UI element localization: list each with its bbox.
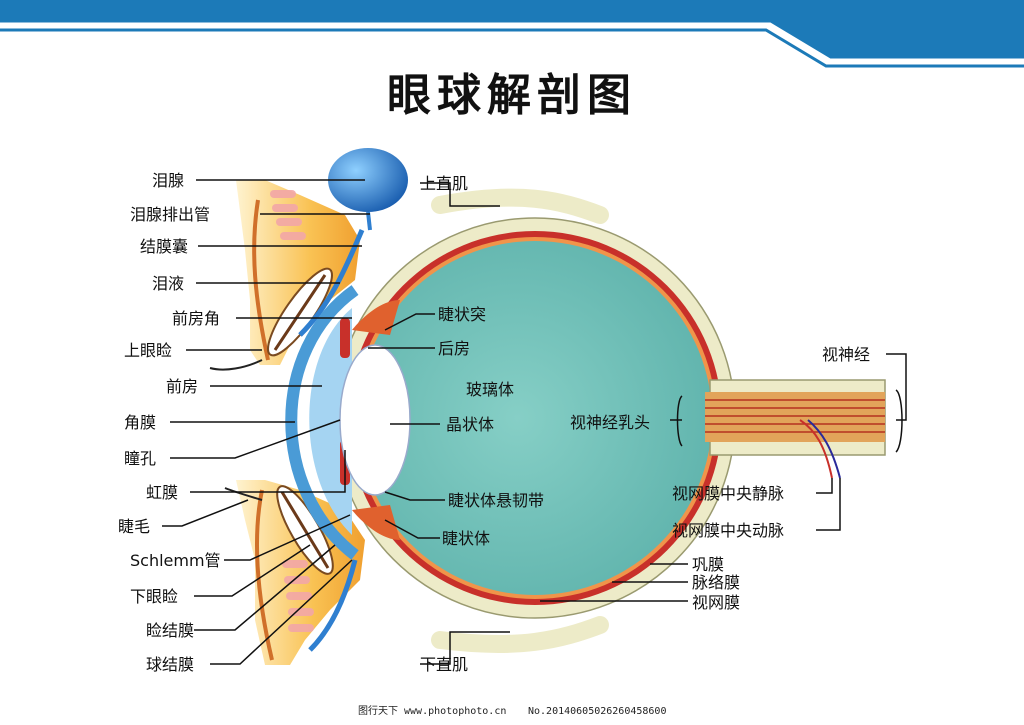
label-zonule: 睫状体悬韧带: [448, 491, 544, 510]
label-schlemm-canal: Schlemm管: [130, 551, 221, 570]
label-central-retinal-artery: 视网膜中央动脉: [672, 521, 784, 540]
label-anterior-chamber: 前房: [166, 377, 198, 396]
top-banner: [0, 0, 1024, 68]
label-superior-rectus: 上直肌: [420, 174, 468, 193]
label-cornea: 角膜: [124, 413, 156, 432]
label-ciliary-process: 睫状突: [438, 305, 486, 324]
label-upper-eyelid: 上眼睑: [124, 341, 172, 360]
label-lower-eyelid: 下眼睑: [130, 587, 178, 606]
label-retina: 视网膜: [692, 593, 740, 612]
leader-lines: [162, 179, 907, 665]
label-conjunctival-sac: 结膜囊: [140, 237, 188, 256]
label-sclera: 巩膜: [692, 555, 724, 574]
label-tears: 泪液: [152, 274, 184, 293]
page-title: 眼球解剖图: [387, 70, 637, 121]
label-choroid: 脉络膜: [692, 573, 740, 592]
label-ciliary-body: 睫状体: [442, 529, 490, 548]
lacrimal-gland-shape: [328, 148, 408, 212]
label-inferior-rectus: 下直肌: [420, 655, 468, 674]
label-optic-disc: 视神经乳头: [570, 413, 650, 432]
label-posterior-chamber: 后房: [438, 339, 470, 358]
label-central-retinal-vein: 视网膜中央静脉: [672, 484, 784, 503]
label-optic-nerve: 视神经: [822, 345, 870, 364]
label-palpebral-conjunctiva: 睑结膜: [146, 621, 194, 640]
label-lacrimal-gland: 泪腺: [152, 171, 184, 190]
label-vitreous-body: 玻璃体: [466, 380, 514, 399]
label-eyelash: 睫毛: [118, 517, 150, 536]
label-lacrimal-duct: 泪腺排出管: [130, 205, 210, 224]
label-anterior-chamber-angle: 前房角: [172, 309, 220, 328]
label-lens: 晶状体: [446, 415, 494, 434]
label-bulbar-conjunctiva: 球结膜: [146, 655, 194, 674]
label-iris: 虹膜: [146, 483, 178, 502]
footer-site: 图行天下 www.photophoto.cn: [358, 704, 506, 717]
eyeball: [285, 188, 886, 653]
footer-number: No.20140605026260458600: [528, 706, 666, 717]
label-pupil: 瞳孔: [124, 449, 156, 468]
